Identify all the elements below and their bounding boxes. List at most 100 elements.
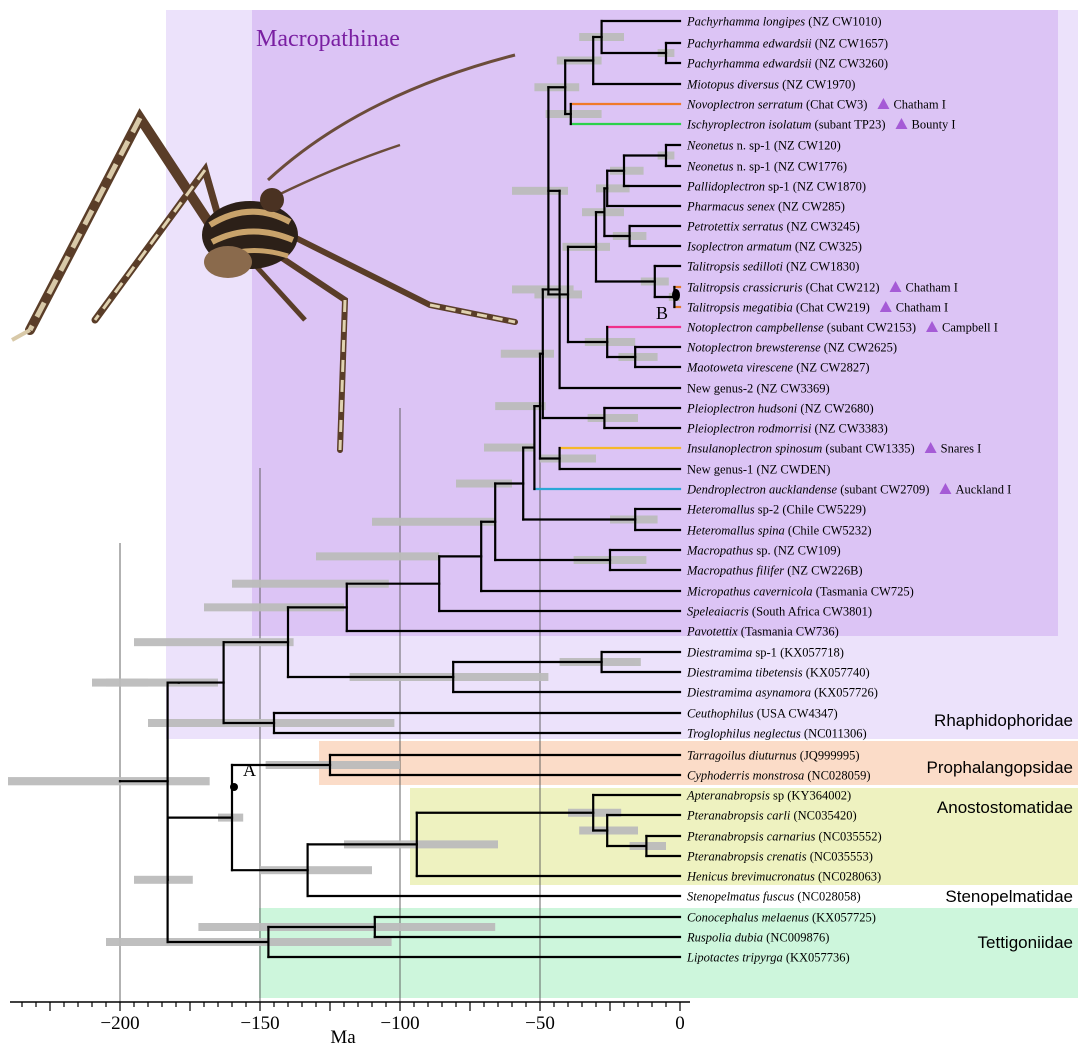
tip-label: Diestramima asynamora (KX057726) [686, 686, 878, 700]
specimen-code: (NZ CW2625) [821, 341, 897, 355]
tip-label: Pavotettix (Tasmania CW736) [686, 625, 839, 639]
ci-bar [8, 777, 210, 785]
ci-bar [92, 679, 148, 687]
ci-bar [316, 552, 439, 560]
tip-label: Miotopus diversus (NZ CW1970) [686, 78, 855, 92]
specimen-code: (NZ CW1830) [783, 260, 859, 274]
taxon-extra: sp-1 [765, 180, 790, 194]
axis-tick-label: 0 [675, 1013, 685, 1034]
specimen-code: (KY364002) [784, 789, 851, 803]
tip-label: Pleioplectron hudsoni (NZ CW2680) [686, 402, 874, 416]
taxon-name: Neonetus [686, 139, 734, 153]
taxon-name: Pallidoplectron [686, 180, 765, 194]
tip-label: Maotoweta virescene (NZ CW2827) [686, 361, 869, 375]
taxon-name: Speleaiacris [687, 605, 749, 619]
tip-label: Diestramima tibetensis (KX057740) [686, 666, 870, 680]
taxon-name: Apteranabropsis [686, 789, 770, 803]
specimen-code: (subant CW2709) [837, 483, 929, 497]
taxon-name: Conocephalus melaenus [687, 911, 809, 925]
tip-label: Notoplectron campbellense (subant CW2153… [686, 321, 916, 335]
taxon-name: Pharmacus senex [686, 200, 775, 214]
taxon-name: Pavotettix [686, 625, 738, 639]
specimen-code: (Chat CW212) [802, 281, 879, 295]
tip-label: Pleioplectron rodmorrisi (NZ CW3383) [686, 422, 888, 436]
specimen-code: (USA CW4347) [754, 707, 838, 721]
axis-tick-label: −100 [380, 1013, 419, 1034]
tip-label: Pteranabropsis carli (NC035420) [686, 809, 857, 823]
tip-label: Stenopelmatus fuscus (NC028058) [687, 890, 861, 904]
taxon-name: Macropathus filifer [686, 564, 784, 578]
tip-label: Petrotettix serratus (NZ CW3245) [686, 220, 860, 234]
taxon-name: Macropathus [686, 544, 753, 558]
tip-label: Isoplectron armatum (NZ CW325) [686, 240, 862, 254]
specimen-code: (South Africa CW3801) [749, 605, 872, 619]
taxon-name: Diestramima [686, 646, 752, 660]
taxon-extra: n. sp-1 [734, 139, 771, 153]
specimen-code: (subant TP23) [811, 118, 885, 132]
island-label: Chatham I [906, 281, 958, 295]
specimen-code: (Chat CW3) [803, 98, 868, 112]
taxon-name: Ceuthophilus [687, 707, 754, 721]
taxon-name: Miotopus diversus [686, 78, 779, 92]
tip-label: Pteranabropsis crenatis (NC035553) [686, 850, 873, 864]
specimen-code: (NC028058) [794, 890, 860, 904]
taxon-name: Pteranabropsis crenatis [686, 850, 807, 864]
island-label: Chatham I [896, 301, 948, 315]
tip-label: Ceuthophilus (USA CW4347) [687, 707, 838, 721]
specimen-code: (NZ CW120) [771, 139, 841, 153]
tip-label: Novoplectron serratum (Chat CW3) [686, 98, 867, 112]
taxon-name: Maotoweta virescene [686, 361, 794, 375]
taxon-name: Diestramima asynamora [686, 686, 811, 700]
specimen-code: (NZ CW1776) [771, 160, 847, 174]
specimen-code: (NZ CW3245) [783, 220, 859, 234]
specimen-code: (NZ CW285) [775, 200, 845, 214]
specimen-code: (NC028059) [804, 769, 870, 783]
specimen-code: (KX057736) [783, 951, 850, 965]
specimen-code: (NZ CW2680) [797, 402, 873, 416]
tip-label: Pachyrhamma edwardsii (NZ CW3260) [686, 57, 888, 71]
taxon-name: Pleioplectron rodmorrisi [686, 422, 812, 436]
specimen-code: (NZ CW325) [792, 240, 862, 254]
specimen-code: (KX057740) [803, 666, 870, 680]
specimen-code: (NC035552) [815, 830, 881, 844]
tip-label: Cyphoderris monstrosa (NC028059) [687, 769, 871, 783]
family-label-prophalangopsidae: Prophalangopsidae [926, 758, 1073, 777]
taxon-name: Notoplectron campbellense [686, 321, 824, 335]
specimen-code: (NZ CW1657) [812, 37, 888, 51]
ci-bar [546, 110, 602, 118]
tip-label: New genus-1 (NZ CWDEN) [687, 463, 830, 477]
specimen-code: (NZ CW1970) [779, 78, 855, 92]
specimen-code: (subant CW1335) [822, 442, 914, 456]
taxon-name: Talitropsis megatibia [687, 301, 793, 315]
taxon-name: Insulanoplectron spinosum [686, 442, 822, 456]
taxon-name: Pleioplectron hudsoni [686, 402, 798, 416]
specimen-code: (NC009876) [763, 931, 829, 945]
taxon-name: Tarragoilus diuturnus [687, 749, 797, 763]
specimen-code: (KX057726) [811, 686, 878, 700]
specimen-code: (NZ CWDEN) [753, 463, 830, 477]
tettigoniidae-box [259, 908, 1078, 998]
family-label-rhaphidophoridae: Rhaphidophoridae [934, 711, 1073, 730]
specimen-code: (NC035420) [790, 809, 856, 823]
tip-label: Conocephalus melaenus (KX057725) [687, 911, 876, 925]
tip-label: Tarragoilus diuturnus (JQ999995) [687, 749, 860, 763]
taxon-name: Lipotactes tripyrga [686, 951, 783, 965]
island-label: Auckland I [955, 483, 1011, 497]
taxon-name: Pachyrhamma longipes [686, 15, 805, 29]
specimen-code: (NZ CW1870) [790, 180, 866, 194]
specimen-code: (Chat CW219) [793, 301, 870, 315]
taxon-extra: sp-2 [755, 503, 780, 517]
specimen-code: (NC035553) [807, 850, 873, 864]
taxon-name: Micropathus cavernicola [686, 585, 813, 599]
specimen-code: (Tasmania CW736) [738, 625, 839, 639]
specimen-code: (Chile CW5229) [779, 503, 866, 517]
tip-label: Talitropsis sedilloti (NZ CW1830) [687, 260, 859, 274]
taxon-name: Pteranabropsis carli [686, 809, 791, 823]
specimen-code: (NZ CW226B) [784, 564, 862, 578]
node-a-marker [230, 783, 238, 791]
taxon-name: Dendroplectron aucklandense [686, 483, 838, 497]
taxon-name: Talitropsis sedilloti [687, 260, 784, 274]
taxon-extra: New genus-1 [687, 463, 753, 477]
tip-label: Ischyroplectron isolatum (subant TP23) [686, 118, 885, 132]
tip-label: Dendroplectron aucklandense (subant CW27… [686, 483, 929, 497]
